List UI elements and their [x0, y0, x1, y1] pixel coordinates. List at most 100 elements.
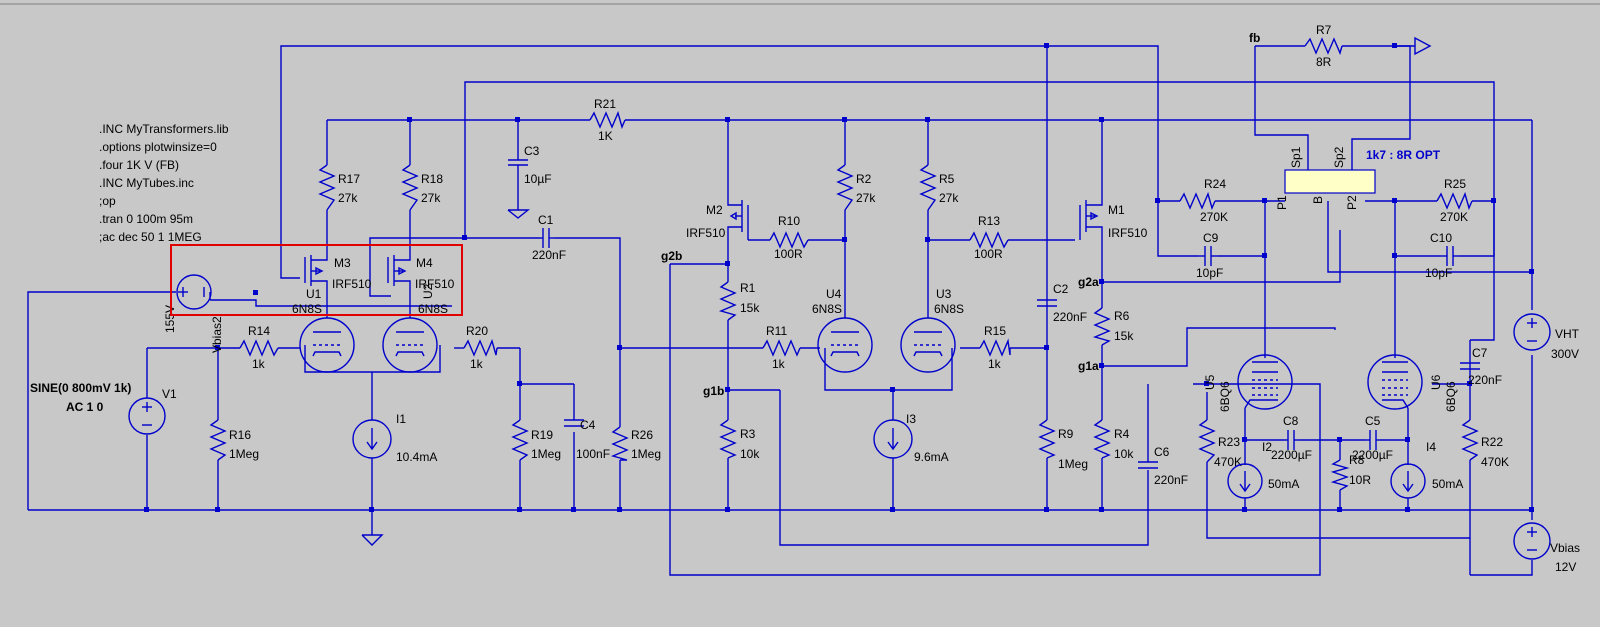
R17-value: 27k: [338, 191, 358, 205]
resistor-R19[interactable]: R19 1Meg: [511, 419, 561, 461]
voltage-source-V1[interactable]: V1 SINE(0 800mV 1k) AC 1 0: [30, 381, 177, 435]
R21-value: 1K: [598, 129, 613, 143]
directive-line: .INC MyTransformers.lib: [99, 122, 229, 136]
R25-name: R25: [1444, 177, 1466, 191]
resistor-R5[interactable]: R5 27k: [919, 164, 959, 211]
M3-name: M3: [334, 256, 351, 270]
C5-name: C5: [1365, 414, 1381, 428]
V1-name: V1: [162, 387, 177, 401]
output-transformer[interactable]: 1k7 : 8R OPT Sp1 Sp2 P1 B P2: [1275, 146, 1441, 210]
resistor-R25[interactable]: R25 270K: [1436, 177, 1473, 224]
R8-name: R8: [1349, 453, 1365, 467]
tube-U4[interactable]: U4 6N8S: [812, 287, 873, 373]
current-source-I4[interactable]: I4 50mA: [1390, 440, 1463, 499]
current-source-I3[interactable]: I3 9.6mA: [873, 412, 949, 464]
R19-value: 1Meg: [531, 447, 561, 461]
directive-line: .tran 0 100m 95m: [99, 212, 193, 226]
voltage-source-VHT[interactable]: VHT 300V: [1513, 313, 1580, 361]
directive-line: ;op: [99, 194, 116, 208]
mosfet-M2[interactable]: M2 IRF510: [686, 200, 749, 240]
resistor-R11[interactable]: R11 1k: [762, 324, 801, 371]
capacitor-C7[interactable]: C7 220nF: [1460, 346, 1502, 387]
Vbias2-name: Vbias2: [210, 316, 224, 353]
C3-name: C3: [524, 144, 540, 158]
capacitor-C3[interactable]: C3 10µF: [508, 144, 552, 186]
resistor-R22[interactable]: R22 470K: [1461, 419, 1509, 469]
C8-name: C8: [1283, 414, 1299, 428]
directive-line: .four 1K V (FB): [99, 158, 179, 172]
capacitor-C2[interactable]: C2 220nF: [1037, 282, 1087, 324]
capacitor-C4[interactable]: C4 100nF: [564, 418, 610, 461]
V1-value: SINE(0 800mV 1k): [30, 381, 131, 395]
capacitor-C9[interactable]: C9 10pF: [1196, 231, 1223, 280]
net-label-g2b: g2b: [661, 249, 682, 263]
capacitor-C1[interactable]: C1 220nF: [532, 213, 566, 262]
resistor-R17[interactable]: R17 27k: [318, 164, 360, 211]
C1-name: C1: [538, 213, 554, 227]
U3-value: 6N8S: [934, 302, 964, 316]
resistor-R23[interactable]: R23 470K: [1198, 419, 1242, 469]
mosfet-M1[interactable]: M1 IRF510: [1079, 200, 1148, 240]
I1-value: 10.4mA: [396, 450, 437, 464]
voltage-source-Vbias[interactable]: Vbias 12V: [1513, 522, 1580, 574]
capacitor-C8[interactable]: C8 2200µF: [1271, 414, 1312, 462]
capacitor-C5[interactable]: C5 2200µF: [1352, 414, 1393, 462]
voltage-source-Vbias2[interactable]: 155V Vbias2: [163, 274, 224, 353]
net-label-g2a: g2a: [1078, 275, 1099, 289]
tube-U3[interactable]: U3 6N8S: [900, 287, 964, 373]
Vbias2-value: 155V: [163, 305, 177, 333]
resistor-R26[interactable]: R26 1Meg: [610, 426, 661, 461]
resistor-R13[interactable]: R13 100R: [969, 214, 1009, 261]
U2-value: 6N8S: [418, 302, 448, 316]
spice-directives[interactable]: .INC MyTransformers.lib .options plotwin…: [99, 122, 229, 244]
net-labels: fb g2b g1b g2a g1a: [661, 31, 1260, 398]
resistor-R18[interactable]: R18 27k: [401, 164, 443, 211]
capacitor-C6[interactable]: C6 220nF: [1138, 445, 1188, 487]
mosfet-M3[interactable]: M3 IRF510: [304, 250, 372, 291]
resistor-R2[interactable]: R2 27k: [836, 164, 876, 211]
R8-value: 10R: [1349, 473, 1371, 487]
current-source-I2[interactable]: I2 50mA: [1227, 440, 1299, 499]
resistor-R1[interactable]: R1 15k: [718, 281, 760, 321]
R6-value: 15k: [1114, 329, 1134, 343]
wires: [27, 36, 1533, 576]
resistor-R24[interactable]: R24 270K: [1179, 177, 1228, 224]
U5-value: 6BQ6: [1218, 381, 1232, 412]
current-source-I1[interactable]: I1 10.4mA: [352, 412, 437, 464]
resistor-R21[interactable]: R21 1K: [589, 97, 626, 143]
capacitor-C10[interactable]: C10 10pF: [1425, 231, 1460, 280]
U3-name: U3: [936, 287, 952, 301]
I2-value: 50mA: [1268, 477, 1299, 491]
resistor-R3[interactable]: R3 10k: [719, 419, 760, 461]
resistor-R20[interactable]: R20 1k: [463, 324, 498, 371]
resistor-R15[interactable]: R15 1k: [979, 324, 1011, 371]
tube-U5[interactable]: U5 6BQ6: [1203, 354, 1293, 412]
mosfet-M4[interactable]: M4 IRF510: [387, 250, 455, 291]
U6-value: 6BQ6: [1444, 381, 1458, 412]
resistor-R14[interactable]: R14 1k: [239, 324, 279, 371]
R4-name: R4: [1114, 427, 1130, 441]
R9-value: 1Meg: [1058, 457, 1088, 471]
C7-name: C7: [1472, 346, 1488, 360]
I4-value: 50mA: [1432, 477, 1463, 491]
I3-value: 9.6mA: [914, 450, 949, 464]
junction-dots: [144, 43, 1534, 512]
tube-U1[interactable]: U1 6N8S: [292, 287, 355, 373]
resistor-R8[interactable]: R8 10R: [1330, 453, 1371, 491]
tube-U6[interactable]: U6 6BQ6: [1367, 354, 1458, 412]
tube-U2[interactable]: U2 6N8S: [382, 283, 448, 373]
resistor-R6[interactable]: R6 15k: [1092, 307, 1134, 346]
resistor-R9[interactable]: R9 1Meg: [1038, 419, 1088, 471]
R21-name: R21: [594, 97, 616, 111]
resistor-R10[interactable]: R10 100R: [769, 214, 809, 261]
U5-name: U5: [1203, 374, 1217, 390]
R6-name: R6: [1114, 309, 1130, 323]
R23-value: 470K: [1214, 455, 1242, 469]
resistor-R4[interactable]: R4 10k: [1093, 419, 1134, 461]
R2-name: R2: [856, 172, 872, 186]
resistor-R16[interactable]: R16 1Meg: [209, 419, 259, 461]
R20-value: 1k: [470, 357, 484, 371]
resistor-R7[interactable]: R7 8R: [1304, 23, 1343, 69]
R23-name: R23: [1218, 435, 1240, 449]
